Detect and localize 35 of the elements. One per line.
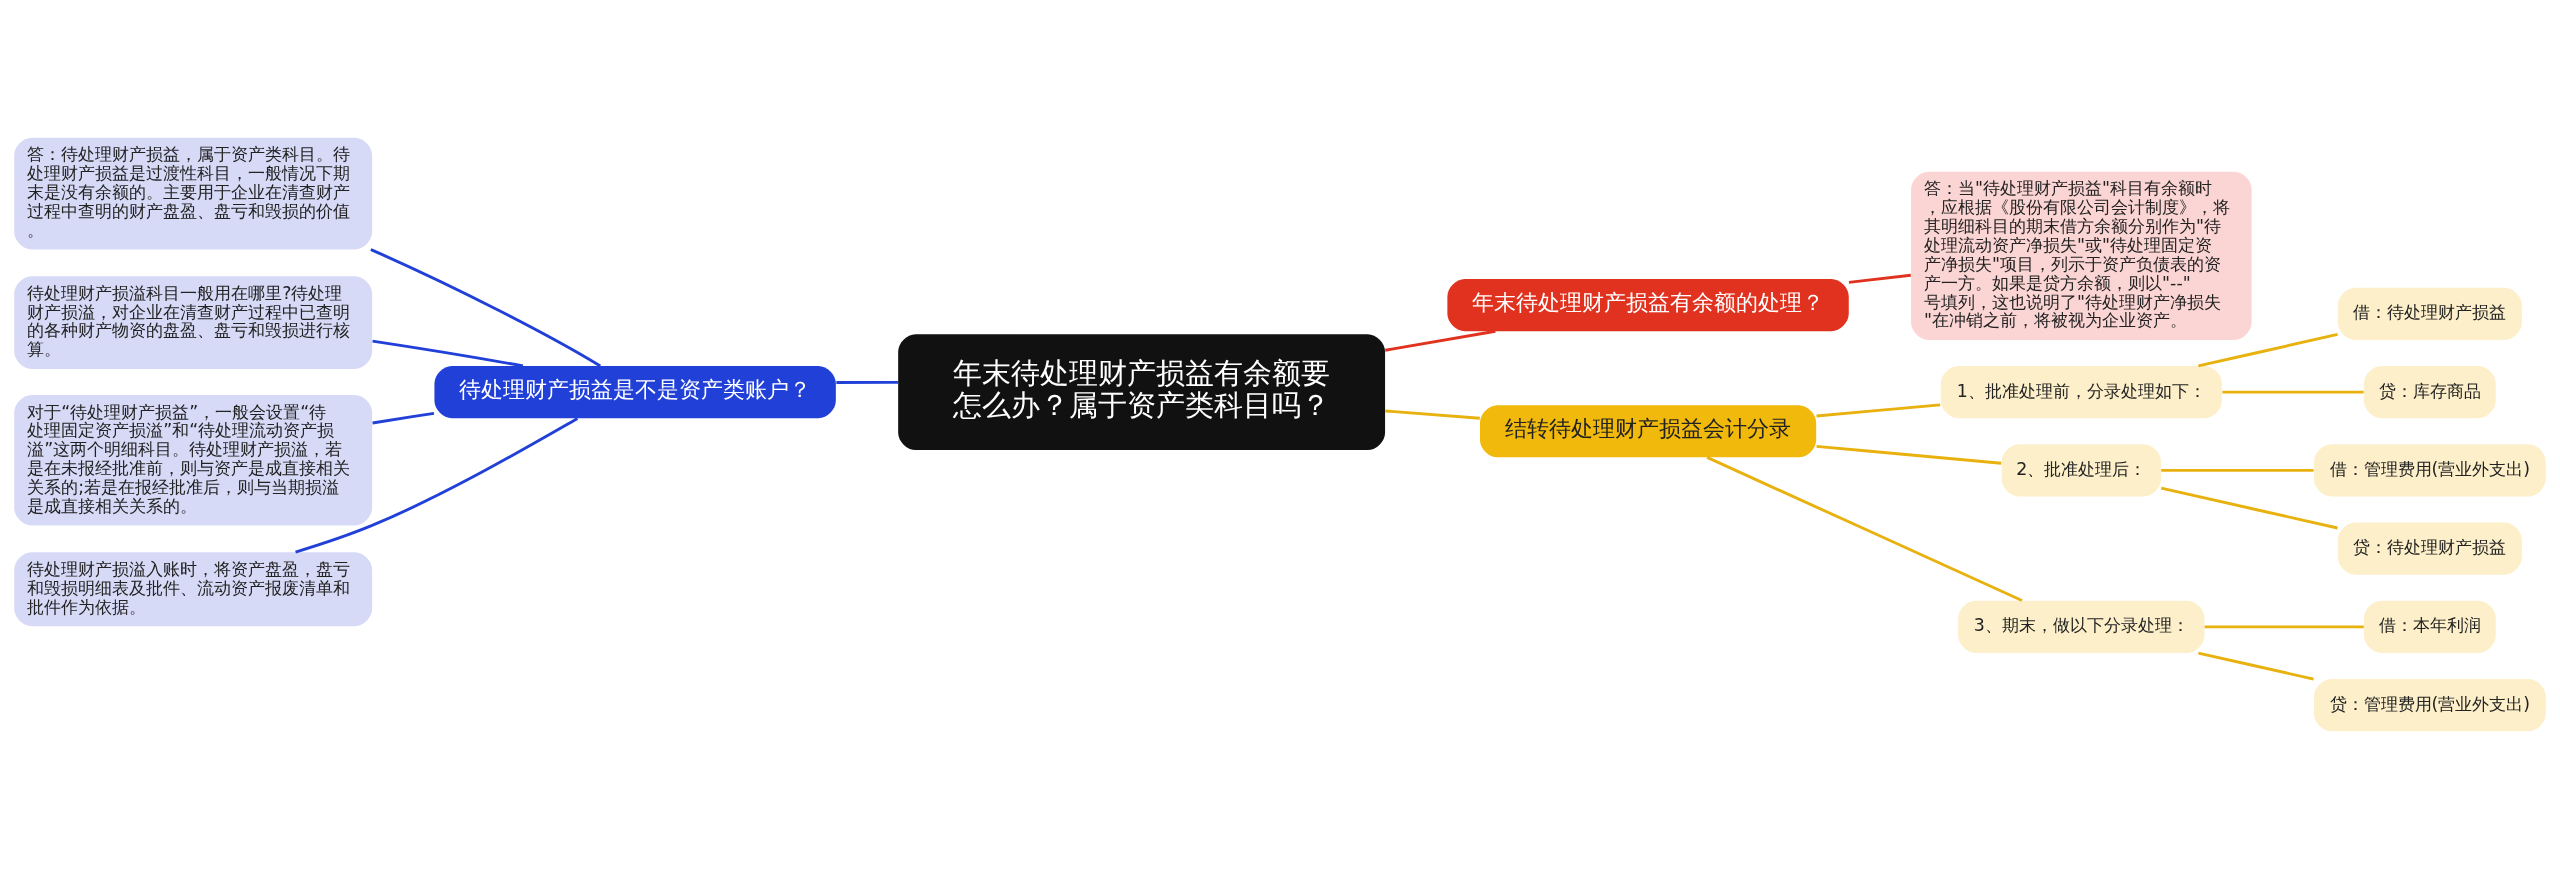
node-box: 3、期末，做以下分录处理：	[1958, 600, 2205, 653]
node-box: 贷：库存商品	[2363, 366, 2496, 419]
connector	[2198, 333, 2338, 368]
connector	[1816, 445, 2002, 465]
node-box: 借：本年利润	[2363, 600, 2496, 653]
node-box: 贷：待处理财产损益	[2337, 522, 2522, 575]
connector	[1848, 273, 1911, 284]
connector	[2198, 651, 2314, 681]
connector	[836, 380, 899, 384]
connector	[370, 248, 601, 368]
node-box: 待处理财产损溢入账时，将资产盘盈，盘亏和毁损明细表及批件、流动资产报废清单和批件作为依据。	[14, 552, 373, 627]
node-box: 对于“待处理财产损益”，一般会设置“待处理固定资产损溢”和“待处理流动资产损溢”这两个明细科目。待处理财产损溢，若是在未报经批准前，则与资产是成直接相关关系的;若是在报经批准后，则与当期损溢是成直接相关关系的。	[14, 395, 373, 526]
connector	[1385, 329, 1496, 352]
node-box: 待处理财产损益是不是资产类账户？	[434, 366, 836, 419]
node-box: 年末待处理财产损益有余额的处理？	[1447, 279, 1849, 332]
node-box: 答：当"待处理财产损益"科目有余额时，应根据《股份有限公司会计制度》，将其明细科目的期末借方余额分别作为"待处理流动资产净损失"或"待处理固定资产净损失"项目，列示于资产负债表的资产一方。如果是贷方余额，则以"--"号填列，这也说明了"待处理财产净损失"在冲销之前，将被视为企业资产。	[1911, 171, 2252, 340]
node-box: 2、批准处理后：	[2001, 444, 2162, 497]
connector	[372, 339, 524, 368]
node-box: 结转待处理财产损益会计分录	[1480, 405, 1817, 458]
node-box: 借：管理费用(营业外支出)	[2313, 444, 2546, 497]
connector	[2160, 486, 2338, 530]
connector	[2161, 468, 2314, 472]
node-box: 年末待处理财产损益有余额要怎么办？属于资产类科目吗？	[898, 334, 1386, 451]
connector	[2204, 625, 2364, 629]
connector	[1706, 456, 2023, 602]
connector	[372, 411, 435, 425]
node-box: 借：待处理财产损益	[2337, 287, 2522, 340]
connector	[295, 417, 579, 554]
connector	[1816, 403, 1941, 418]
node-box: 待处理财产损溢科目一般用在哪里?待处理财产损溢，对企业在清查财产过程中已查明的各种财产物资的盘盈、盘亏和毁损进行核算。	[14, 276, 373, 369]
connector	[2222, 390, 2364, 394]
node-box: 答：待处理财产损益，属于资产类科目。待处理财产损益是过渡性科目，一般情况下期末是没有余额的。主要用于企业在清查财产过程中查明的财产盘盈、盘亏和毁损的价值。	[14, 137, 373, 250]
node-box: 贷：管理费用(营业外支出)	[2313, 679, 2546, 732]
node-box: 1、批准处理前，分录处理如下：	[1940, 366, 2222, 419]
connector	[1385, 409, 1480, 420]
